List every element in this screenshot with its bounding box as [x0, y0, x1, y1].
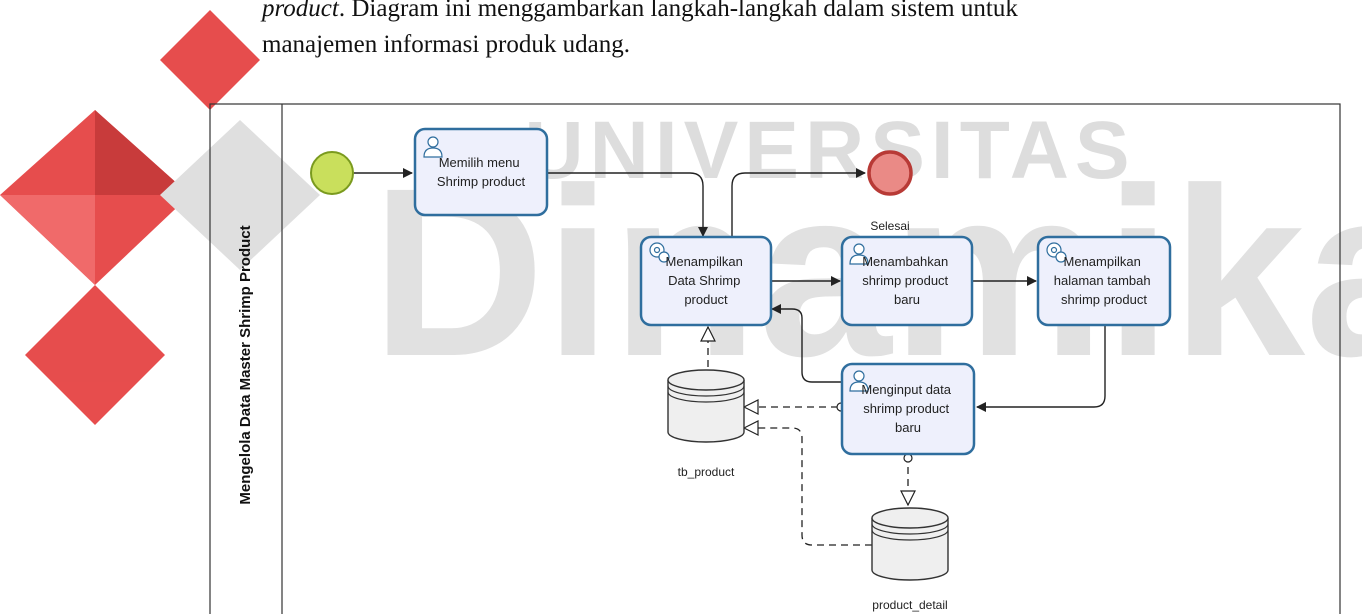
task-label: Memilih menu Shrimp product — [437, 155, 526, 189]
datastore-product-detail[interactable] — [871, 507, 949, 581]
task-menginput-data[interactable]: Menginput data shrimp product baru — [840, 362, 976, 456]
task-label: Menginput data shrimp product baru — [861, 382, 954, 435]
task-label-line: halaman tambah — [1054, 273, 1151, 288]
task-label-line: Memilih menu — [439, 155, 520, 170]
task-label-line: product — [684, 292, 728, 307]
assoc-detail-to-tb-product — [744, 428, 872, 546]
task-label: Menampilkan halaman tambah shrimp produc… — [1054, 254, 1154, 307]
datastore-label-tb-product: tb_product — [678, 465, 735, 479]
intro-italic-word: product — [262, 0, 339, 22]
task-label: Menambahkan shrimp product baru — [862, 254, 952, 307]
task-label-line: shrimp product — [863, 401, 949, 416]
gear-icon — [649, 242, 670, 263]
intro-line-2: manajemen informasi produk udang. — [262, 31, 630, 58]
gear-icon — [1046, 242, 1067, 263]
pool: Mengelola Data Master Shrimp Product — [209, 103, 1341, 614]
pool-title: Mengelola Data Master Shrimp Product — [237, 225, 254, 504]
task-label-line: Menginput data — [861, 382, 951, 397]
flow-t4-to-t5 — [976, 326, 1106, 412]
task-label-line: shrimp product — [1061, 292, 1147, 307]
task-label-line: Menambahkan — [862, 254, 948, 269]
user-icon — [849, 370, 869, 392]
watermark-top-text: UNIVERSITAS — [524, 105, 1135, 196]
end-event-label: Selesai — [870, 219, 909, 233]
flow-t2-to-end — [731, 168, 866, 236]
intro-line-1-text: . Diagram ini menggambarkan langkah-lang… — [338, 0, 1018, 22]
datastore-tb-product[interactable] — [667, 369, 745, 443]
start-event[interactable] — [310, 151, 354, 195]
end-event[interactable] — [867, 150, 913, 196]
task-label-line: shrimp product — [862, 273, 948, 288]
task-label-line: Menampilkan — [1064, 254, 1141, 269]
task-menampilkan-data[interactable]: Menampilkan Data Shrimp product — [639, 235, 773, 327]
datastore-label-product-detail: product_detail — [872, 598, 947, 612]
user-icon — [849, 243, 869, 265]
task-memilih-menu[interactable]: Memilih menu Shrimp product — [413, 127, 549, 217]
intro-line-1: product. Diagram ini menggambarkan langk… — [262, 0, 1018, 24]
user-icon — [423, 136, 443, 158]
task-label-line: baru — [895, 420, 921, 435]
task-label: Menampilkan Data Shrimp product — [666, 254, 747, 307]
task-label-line: Shrimp product — [437, 174, 526, 189]
task-label-line: Menampilkan — [666, 254, 743, 269]
task-menampilkan-halaman[interactable]: Menampilkan halaman tambah shrimp produc… — [1036, 235, 1172, 327]
task-label-line: Data Shrimp — [668, 273, 740, 288]
flow-t1-to-t2 — [547, 172, 708, 237]
watermark: UNIVERSITAS Dinamika — [0, 10, 1362, 425]
task-label-line: baru — [894, 292, 920, 307]
task-menambahkan[interactable]: Menambahkan shrimp product baru — [840, 235, 974, 327]
flow-t5-to-t2 — [771, 304, 841, 383]
watermark-logo — [0, 10, 320, 425]
pool-border — [209, 103, 1341, 614]
